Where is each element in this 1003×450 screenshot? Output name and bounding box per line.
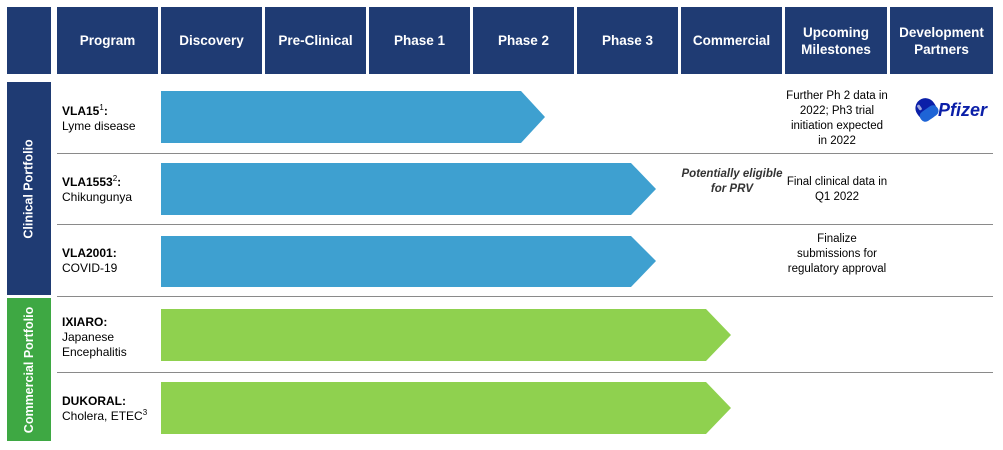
- program-name: DUKORAL: [62, 394, 122, 408]
- row-separator: [57, 224, 993, 225]
- program-name: VLA1553: [62, 175, 113, 189]
- program-indication: COVID-19: [62, 261, 118, 275]
- commercial-portfolio-bar: Commercial Portfolio: [7, 298, 51, 441]
- milestone-vla1553: Final clinical data in Q1 2022: [786, 176, 888, 203]
- program-dukoral: DUKORAL: Cholera, ETEC3: [62, 394, 148, 423]
- stage-arrow-vla15: [161, 91, 545, 143]
- header-milestones: Upcoming Milestones: [785, 7, 887, 74]
- header-phase-1: Phase 1: [369, 7, 470, 74]
- program-indication: Lyme disease: [62, 119, 136, 133]
- program-ixiaro: IXIARO: Japanese Encephalitis: [62, 315, 127, 359]
- program-vla2001: VLA2001: COVID-19: [62, 246, 118, 275]
- row-separator: [57, 153, 993, 154]
- program-vla1553: VLA15532: Chikungunya: [62, 174, 133, 205]
- program-indication: Cholera, ETEC: [62, 409, 143, 423]
- header-partners: Development Partners: [890, 7, 993, 74]
- header-pre-clinical: Pre-Clinical: [265, 7, 366, 74]
- program-indication: Chikungunya: [62, 190, 133, 204]
- milestone-vla15: Further Ph 2 data in 2022; Ph3 trial ini…: [786, 90, 888, 147]
- footnote-marker: 3: [142, 408, 148, 417]
- program-indication-line1: Japanese: [62, 330, 115, 344]
- stage-arrow-shape: [161, 382, 731, 434]
- header-phase-2: Phase 2: [473, 7, 574, 74]
- row-separator: [57, 296, 993, 297]
- partner-name: Pfizer: [938, 100, 988, 120]
- clinical-portfolio-bar: Clinical Portfolio: [7, 82, 51, 295]
- pfizer-pill-icon: [915, 98, 939, 122]
- milestone-vla2001: Finalize submissions for regulatory appr…: [787, 233, 887, 275]
- stage-arrow-vla2001: [161, 236, 656, 287]
- header-discovery: Discovery: [161, 7, 262, 74]
- program-indication-line2: Encephalitis: [62, 345, 127, 359]
- program-name: VLA15: [62, 104, 100, 118]
- program-name: IXIARO: [62, 315, 104, 329]
- clinical-portfolio-label: Clinical Portfolio: [22, 138, 36, 239]
- prv-note: Potentially eligible for PRV: [681, 168, 783, 195]
- footnote-marker: 2: [112, 174, 118, 183]
- stage-arrow-shape: [161, 236, 656, 287]
- row-separator: [57, 372, 993, 373]
- header-program: Program: [57, 7, 158, 74]
- footnote-marker: 1: [99, 103, 104, 112]
- program-vla15: VLA151: Lyme disease: [62, 103, 136, 134]
- stage-arrow-shape: [161, 91, 545, 143]
- header-phase-3: Phase 3: [577, 7, 678, 74]
- stage-arrow-shape: [161, 163, 656, 215]
- partner-logo-pfizer: Pfizer: [912, 94, 992, 126]
- stage-arrow-shape: [161, 309, 731, 361]
- stage-arrow-vla1553: [161, 163, 656, 215]
- stage-arrow-dukoral: [161, 382, 731, 434]
- header-corner: [7, 7, 51, 74]
- stage-arrow-ixiaro: [161, 309, 731, 361]
- commercial-portfolio-label: Commercial Portfolio: [22, 306, 37, 433]
- header-commercial: Commercial: [681, 7, 782, 74]
- program-name: VLA2001: [62, 246, 113, 260]
